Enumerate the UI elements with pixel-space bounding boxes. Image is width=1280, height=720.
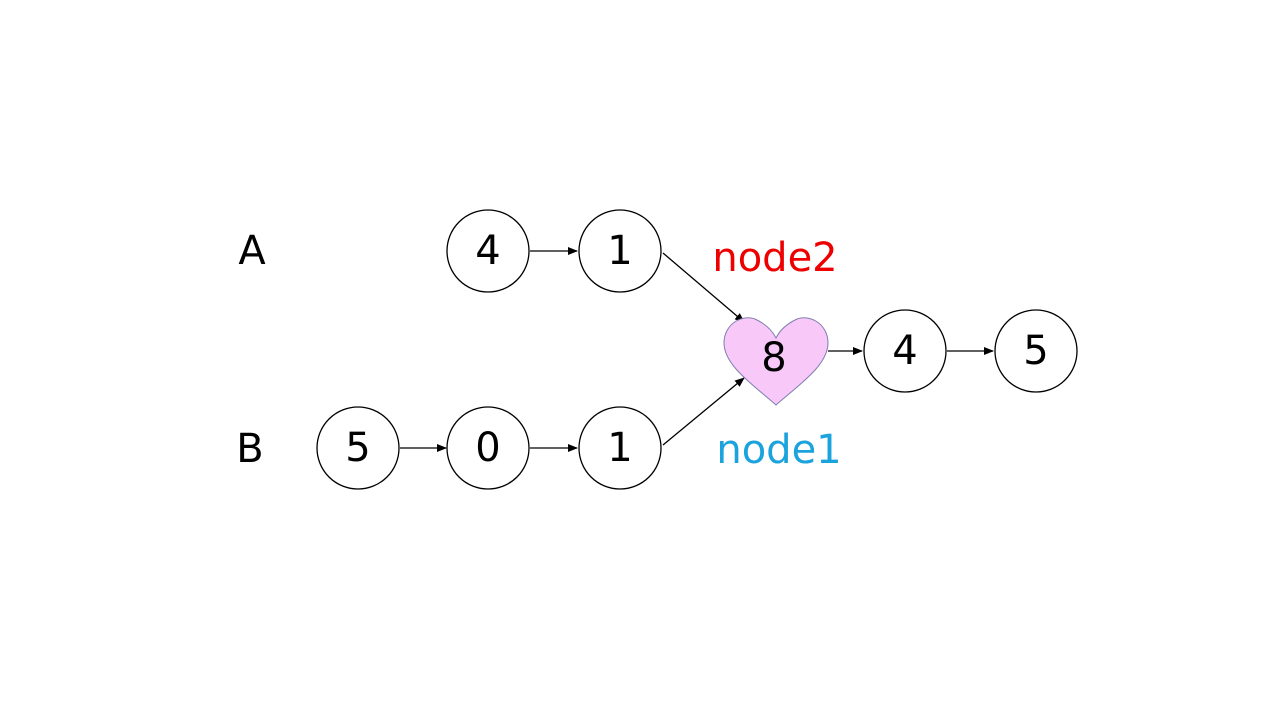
heart-icon (723, 317, 829, 406)
node-a1-value: 4 (475, 228, 500, 274)
node-b2-value: 0 (475, 425, 500, 471)
node-shared1-value: 8 (761, 335, 786, 381)
node-b3: 1 (578, 406, 662, 490)
node-shared2: 4 (863, 309, 947, 393)
node-b3-value: 1 (607, 425, 632, 471)
node-shared3: 5 (994, 309, 1078, 393)
node-a2-value: 1 (607, 228, 632, 274)
node-b2: 0 (446, 406, 530, 490)
list-b-label: B (236, 426, 263, 472)
node-shared2-value: 4 (892, 328, 917, 374)
node-a2: 1 (578, 209, 662, 293)
edge-a2-shared1 (662, 252, 745, 323)
pointer-label-node2: node2 (712, 235, 837, 281)
node-shared3-value: 5 (1023, 328, 1048, 374)
edge-b3-shared1 (662, 377, 745, 446)
node-b1-value: 5 (345, 425, 370, 471)
node-b1: 5 (316, 406, 400, 490)
list-a-label: A (238, 228, 266, 274)
node-a1: 4 (446, 209, 530, 293)
pointer-label-node1: node1 (716, 427, 841, 473)
node-shared1: 8 (723, 317, 829, 406)
